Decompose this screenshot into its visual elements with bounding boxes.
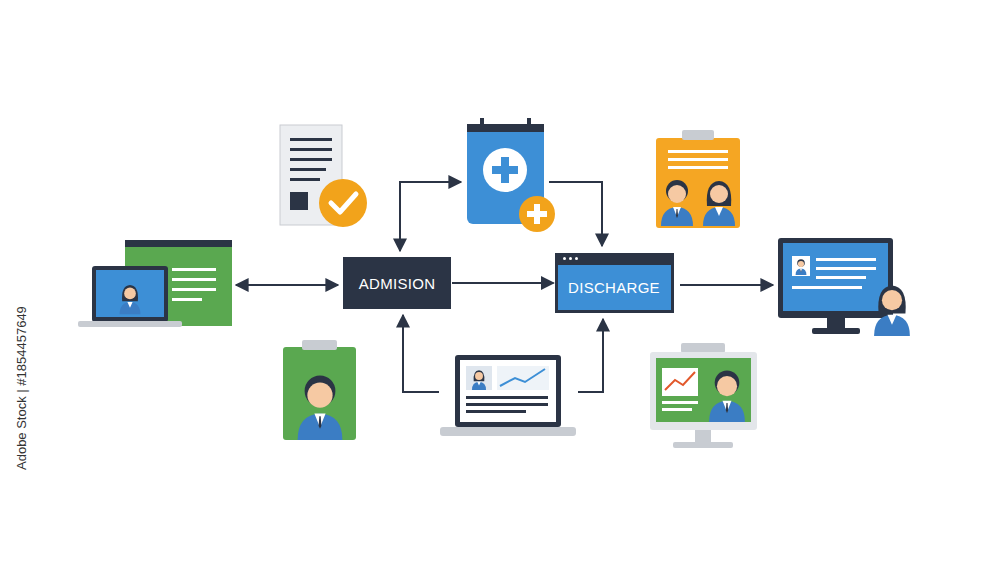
flow-arrow: [452, 282, 554, 284]
monitor-icon: [778, 238, 910, 336]
window-dot: [569, 257, 572, 260]
process-box: ADMISION: [343, 257, 451, 309]
flow-arrow: [236, 182, 773, 392]
medical-clipboard-icon: [467, 118, 555, 232]
process-box: DISCHARGE: [555, 253, 674, 313]
staff-clipboard-icon: [656, 130, 740, 228]
monitor-icon: [650, 343, 757, 448]
laptop-icon: [78, 240, 232, 327]
window-dot: [575, 257, 578, 260]
node-label: DISCHARGE: [568, 279, 660, 296]
window-dot: [563, 257, 566, 260]
patient-clipboard-icon: [283, 340, 356, 440]
node-label: ADMISION: [359, 275, 436, 292]
document-icon: [280, 125, 367, 227]
watermark: Adobe Stock | #1854457649: [14, 306, 29, 470]
laptop-icon: [440, 355, 576, 436]
